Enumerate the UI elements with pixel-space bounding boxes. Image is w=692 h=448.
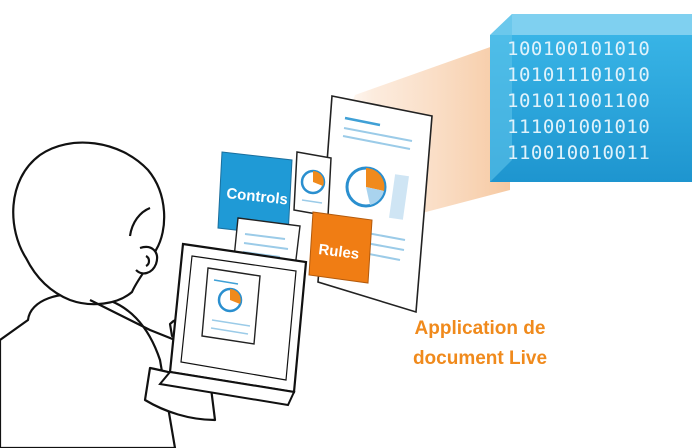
binary-row: 100100101010 — [507, 38, 650, 60]
binary-row: 101011001100 — [507, 90, 650, 112]
binary-row: 111001001010 — [507, 116, 650, 138]
data-cube-icon: 100100101010 101011101010 101011001100 1… — [490, 14, 692, 182]
caption: Application de document Live — [360, 314, 600, 374]
rules-card-label: Rules — [318, 241, 361, 263]
caption-line-2: document Live — [412, 348, 548, 369]
caption-line-1: Application de — [414, 318, 546, 339]
controls-card: Controls — [217, 151, 293, 237]
controls-card-label: Controls — [226, 185, 289, 208]
rules-card: Rules — [308, 211, 373, 284]
binary-row: 101011101010 — [507, 64, 650, 86]
binary-row: 110010010011 — [507, 142, 650, 164]
chart-card-icon — [293, 151, 332, 217]
document-page-icon — [317, 95, 433, 314]
laptop-icon — [158, 242, 308, 407]
